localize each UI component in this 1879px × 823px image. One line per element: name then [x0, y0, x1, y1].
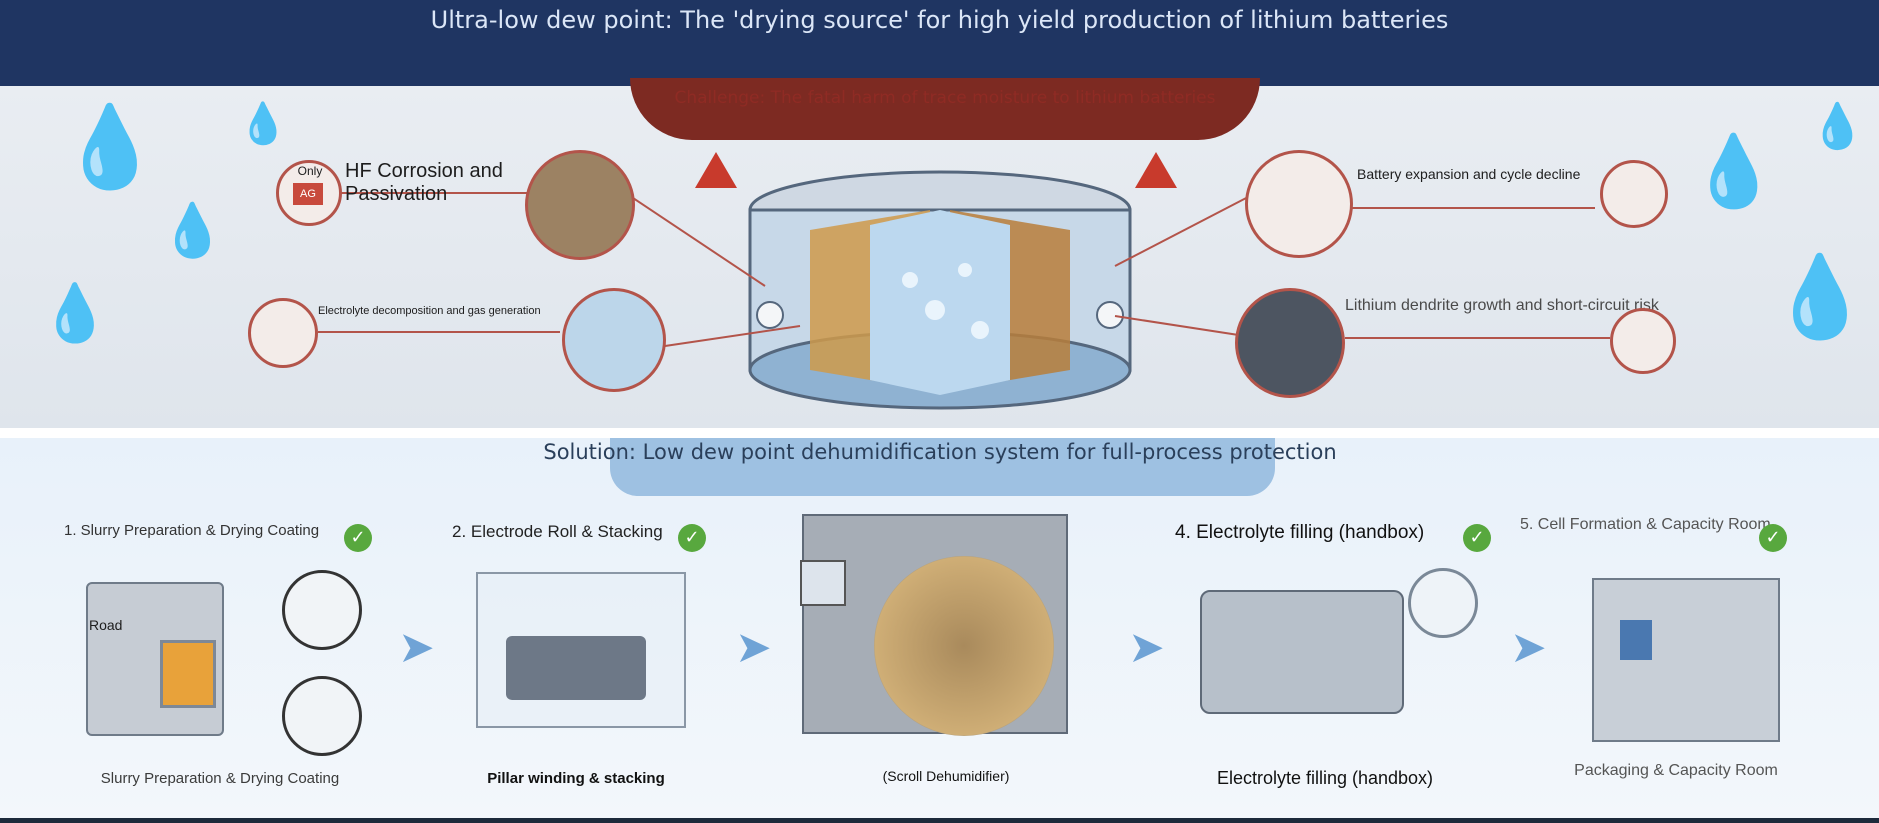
glove-icon [1408, 568, 1478, 638]
water-drop-icon: 💧 [160, 201, 225, 261]
section-divider [0, 428, 1879, 438]
flow-arrow-icon: ➤ [735, 622, 772, 673]
water-drop-icon: 💧 [60, 100, 160, 193]
challenge-banner-text: Challenge: The fatal harm of trace moist… [674, 88, 1216, 108]
challenge-label-electrolyte-decomposition: Electrolyte decomposition and gas genera… [318, 305, 541, 317]
swollen-battery-icon [1245, 150, 1353, 258]
badge-text-bottom: AG [293, 183, 323, 205]
decline-arrow-icon [1600, 160, 1668, 228]
coating-nozzle-icon [282, 570, 362, 650]
glovebox-machine [1200, 590, 1404, 714]
formation-capacity-room [1592, 578, 1780, 742]
water-drop-icon: 💧 [1770, 250, 1870, 343]
connector-lines [318, 192, 1610, 347]
challenge-label-battery-expansion: Battery expansion and cycle decline [1357, 166, 1581, 182]
solution-banner-text: Solution: Low dew point dehumidification… [543, 440, 1337, 464]
corroded-surface-icon [525, 150, 635, 260]
battery-cell-cutaway [748, 170, 1132, 410]
header-bar [0, 0, 1879, 86]
bottom-border [0, 818, 1879, 823]
check-icon: ✓ [678, 524, 706, 552]
flow-arrow-icon: ➤ [1510, 622, 1547, 673]
check-icon: ✓ [1463, 524, 1491, 552]
check-icon: ✓ [1759, 524, 1787, 552]
badge-text-top: Only [297, 164, 323, 178]
water-drop-icon: 💧 [1690, 130, 1778, 212]
challenge-banner [630, 78, 1260, 140]
coating-roll-icon [282, 676, 362, 756]
oven-window [160, 640, 216, 708]
step-5-caption: Packaging & Capacity Room [1574, 762, 1778, 779]
room-door-window [1620, 620, 1652, 660]
water-drop-icon: 💧 [1810, 101, 1865, 152]
step-4-caption: Electrolyte filling (handbox) [1216, 768, 1434, 788]
warning-icon [695, 152, 737, 188]
solution-banner [610, 438, 1275, 496]
warning-icon [1135, 152, 1177, 188]
step-5-title: 5. Cell Formation & Capacity Room [1520, 516, 1771, 533]
pouch-cell-icon [248, 298, 318, 368]
gas-bubbles-icon [562, 288, 666, 392]
challenge-label-lithium-dendrite: Lithium dendrite growth and short-circui… [1345, 297, 1659, 314]
winding-machine [506, 636, 646, 700]
dendrite-growth-icon [1235, 288, 1345, 398]
water-drop-icon: 💧 [40, 281, 110, 346]
control-panel [800, 560, 846, 606]
flow-arrow-icon: ➤ [1128, 622, 1165, 673]
machine-label: Road [89, 617, 123, 633]
check-icon: ✓ [344, 524, 372, 552]
challenge-label-hf-corrosion: HF Corrosion and Passivation [345, 160, 503, 205]
step-2-title: 2. Electrode Roll & Stacking [452, 522, 663, 541]
flow-arrow-icon: ➤ [398, 622, 435, 673]
step-4-title: 4. Electrolyte filling (handbox) [1175, 522, 1425, 543]
page-title: Ultra-low dew point: The 'drying source'… [430, 6, 1449, 34]
step-3-caption: (Scroll Dehumidifier) [882, 768, 1010, 784]
step-1-title: 1. Slurry Preparation & Drying Coating [64, 522, 320, 539]
lightning-icon [1610, 308, 1676, 374]
step-2-caption: Pillar winding & stacking [487, 770, 665, 787]
step-1-caption: Slurry Preparation & Drying Coating [100, 770, 340, 787]
water-drop-icon: 💧 [238, 101, 288, 147]
desiccant-rotor-wheel [874, 556, 1054, 736]
